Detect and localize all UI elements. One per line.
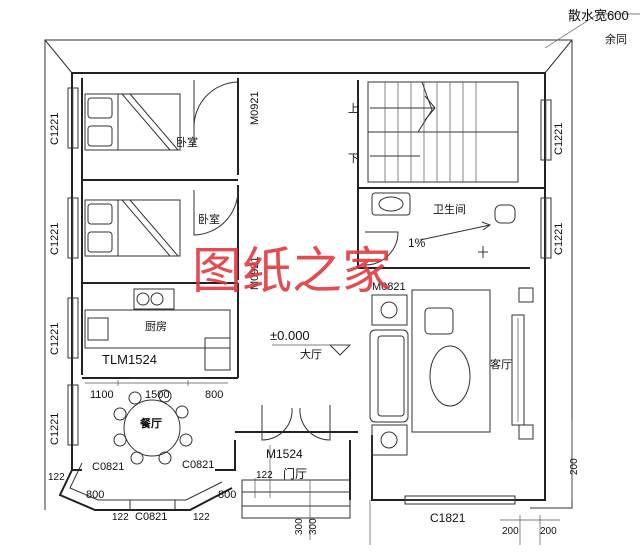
bed-2 <box>84 199 181 257</box>
watermark: 图纸之家 <box>192 242 392 300</box>
door-code-kitchen: TLM1524 <box>102 352 157 367</box>
door-swings <box>193 81 399 441</box>
window-code-bay-left: C0821 <box>92 461 124 473</box>
room-label-kitchen: 厨房 <box>145 320 167 333</box>
bay-window <box>58 462 233 511</box>
dim-200-a: 200 <box>569 458 580 475</box>
dim-1500: 1500 <box>145 389 169 401</box>
door-code-bath: M0821 <box>372 281 406 293</box>
window-code-left-3: C1221 <box>49 323 61 355</box>
staircase <box>367 81 519 183</box>
drainage-note: 散水宽600 <box>568 8 629 23</box>
stair-down-label: 下 <box>348 153 359 165</box>
bathroom-fixtures <box>371 192 516 258</box>
window-code-right-2: C1221 <box>553 223 565 255</box>
dim-300-a: 300 <box>294 518 305 535</box>
door-code-main: M1524 <box>266 447 303 461</box>
room-label-foyer: 门厅 <box>283 466 307 481</box>
slope-label: 1% <box>408 236 426 250</box>
window-code-left-1: C1221 <box>49 113 61 145</box>
windows <box>67 87 552 505</box>
window-code-bay-bottom: C0821 <box>135 511 167 523</box>
room-label-bedroom-1: 卧室 <box>176 135 198 149</box>
door-code-bed1: M0921 <box>249 91 261 125</box>
window-code-bottom: C1821 <box>430 511 466 525</box>
room-label-dining: 餐厅 <box>139 416 162 430</box>
bed-1 <box>84 93 181 151</box>
window-code-left-2: C1221 <box>49 223 61 255</box>
window-code-left-4: C1221 <box>49 413 61 445</box>
dim-800-c: 800 <box>218 489 236 501</box>
dining-table <box>113 389 193 465</box>
dim-122-d: 122 <box>256 470 273 481</box>
floor-level-label: ±0.000 <box>270 328 310 343</box>
dim-122-a: 122 <box>48 472 65 483</box>
living-furniture <box>369 287 534 456</box>
dimension-lines <box>85 344 573 545</box>
dim-800-b: 800 <box>86 489 104 501</box>
room-label-bedroom-2: 卧室 <box>198 212 220 226</box>
interior-walls <box>81 78 545 379</box>
dim-122-b: 122 <box>112 512 129 523</box>
dim-122-c: 122 <box>193 512 210 523</box>
dim-300-b: 300 <box>308 518 319 535</box>
stair-up-label: 上 <box>348 102 359 115</box>
window-code-bay-right: C0821 <box>182 459 214 471</box>
door-code-bed2: M0921 <box>249 256 261 290</box>
entry-steps <box>241 479 351 519</box>
dim-800-a: 800 <box>205 389 223 401</box>
room-label-bathroom: 卫生间 <box>433 202 466 216</box>
kitchen-counter <box>84 288 231 379</box>
dim-1100: 1100 <box>90 389 114 401</box>
same-as-rest-note: 余同 <box>605 32 627 46</box>
room-label-living: 客厅 <box>490 357 512 371</box>
apron-outline <box>44 13 640 510</box>
exterior-walls <box>71 72 546 501</box>
window-code-right-1: C1221 <box>553 123 565 155</box>
dim-200-b: 200 <box>502 526 519 537</box>
dim-200-c: 200 <box>540 526 557 537</box>
room-label-hall: 大厅 <box>300 347 322 361</box>
